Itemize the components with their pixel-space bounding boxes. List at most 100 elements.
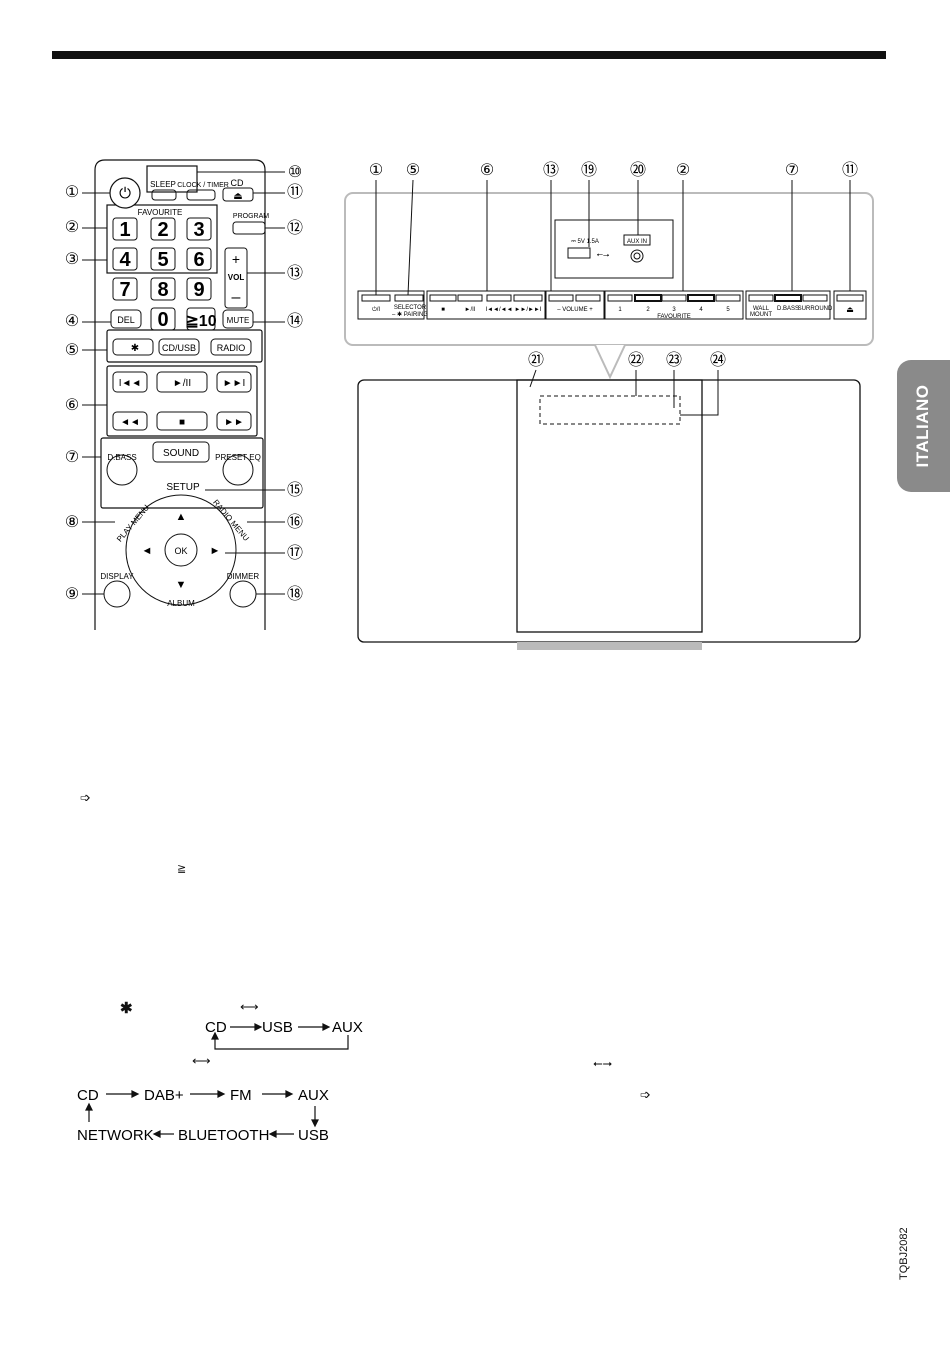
svg-text:㉔: ㉔: [710, 351, 726, 369]
display-label: DISPLAY: [100, 572, 134, 581]
svg-text:⑤: ⑤: [406, 162, 420, 179]
svg-text:⑦: ⑦: [785, 162, 799, 179]
power-icon: ⏻: [119, 185, 131, 202]
svg-text:⑥: ⑥: [480, 162, 494, 179]
setup-label: SETUP: [166, 482, 200, 493]
svg-text:⑧: ⑧: [65, 514, 79, 531]
radio-menu-label: RADIO MENU: [211, 498, 251, 543]
svg-text:– ✱ PAIRING: – ✱ PAIRING: [392, 311, 428, 318]
svg-text:+: +: [232, 251, 240, 267]
svg-text:㉓: ㉓: [666, 351, 682, 369]
svg-text:►►I: ►►I: [223, 378, 246, 389]
svg-text:①: ①: [369, 162, 383, 179]
document-code: TQBJ2082: [898, 1227, 910, 1280]
svg-text:⑪: ⑪: [842, 161, 858, 179]
svg-text:0: 0: [157, 309, 168, 331]
svg-text:⑤: ⑤: [65, 342, 79, 359]
svg-text:1: 1: [119, 219, 130, 241]
svg-text:NETWORK: NETWORK: [77, 1127, 154, 1144]
svg-text:⑨: ⑨: [65, 586, 79, 603]
svg-text:⑳: ⑳: [630, 161, 646, 179]
svg-text:4: 4: [119, 249, 131, 271]
svg-text:⑬: ⑬: [287, 264, 303, 282]
svg-text:►: ►: [210, 545, 221, 557]
svg-text:■: ■: [441, 307, 445, 313]
svg-text:⑦: ⑦: [65, 449, 79, 466]
svg-text:SURROUND: SURROUND: [798, 306, 833, 312]
svg-text:㉑: ㉑: [528, 351, 544, 369]
ok-label: OK: [174, 546, 187, 556]
svg-text:CD: CD: [205, 1019, 227, 1036]
svg-text:①: ①: [65, 184, 79, 201]
usb-port-label: ⎓ 5V 1.5A: [571, 239, 599, 245]
svg-text:≧10: ≧10: [185, 313, 216, 330]
arrow-ref-1: ➩: [80, 790, 91, 805]
svg-text:I◄◄/◄◄: I◄◄/◄◄: [485, 307, 512, 313]
svg-text:⑥: ⑥: [65, 397, 79, 414]
svg-text:9: 9: [193, 279, 204, 301]
svg-text:⑭: ⑭: [287, 312, 303, 330]
double-arrow-1: ⟷: [240, 999, 259, 1014]
svg-text:MOUNT: MOUNT: [750, 312, 772, 318]
svg-text:4: 4: [699, 307, 703, 313]
svg-text:⏻/I: ⏻/I: [372, 306, 380, 313]
svg-text:FM: FM: [230, 1087, 252, 1104]
svg-text:④: ④: [65, 313, 79, 330]
svg-text:USB: USB: [262, 1019, 293, 1036]
svg-text:6: 6: [193, 249, 204, 271]
vol-label: VOL: [228, 273, 245, 282]
remote-control-diagram: ⏻ SLEEP CLOCK / TIMER CD ⏏ FAVOURITE PRO…: [65, 159, 303, 630]
svg-text:②: ②: [676, 162, 690, 179]
svg-text:▲: ▲: [176, 511, 187, 523]
svg-text:⑰: ⑰: [287, 544, 303, 562]
svg-text:◄◄: ◄◄: [120, 417, 140, 428]
svg-text:AUX: AUX: [332, 1019, 363, 1036]
svg-text:FAVOURITE: FAVOURITE: [657, 314, 691, 320]
del-label: DEL: [117, 315, 135, 325]
usb-icon: ⭠⭢: [597, 250, 610, 259]
arrow-ref-2: ➩: [640, 1087, 651, 1102]
svg-text:3: 3: [672, 307, 676, 313]
svg-text:■: ■: [179, 417, 185, 428]
svg-text:③: ③: [65, 251, 79, 268]
header-rule: [52, 51, 886, 59]
svg-text:⑬: ⑬: [543, 161, 559, 179]
svg-text:②: ②: [65, 219, 79, 236]
svg-text:– VOLUME +: – VOLUME +: [557, 307, 593, 313]
language-tab: ITALIANO: [897, 360, 950, 492]
usb-symbol: ⭠⭢: [593, 1056, 613, 1070]
svg-text:3: 3: [193, 219, 204, 241]
cd-usb-label: CD/USB: [162, 343, 196, 353]
svg-text:⑩: ⑩: [288, 164, 302, 181]
sleep-clock-frame: [146, 165, 198, 193]
ge-symbol: ≧: [177, 863, 187, 875]
svg-text:►/II: ►/II: [173, 378, 191, 389]
svg-text:–: –: [232, 289, 241, 306]
svg-text:1: 1: [618, 307, 622, 313]
svg-text:◄: ◄: [142, 545, 153, 557]
sound-label: SOUND: [163, 448, 199, 459]
svg-text:5: 5: [157, 249, 168, 271]
svg-text:AUX: AUX: [298, 1087, 329, 1104]
svg-text:DAB+: DAB+: [144, 1087, 184, 1104]
svg-text:►►/►►I: ►►/►►I: [514, 307, 541, 313]
svg-text:►►: ►►: [224, 417, 244, 428]
sleep-label: SLEEP: [150, 180, 176, 189]
cd-label: CD: [231, 178, 244, 188]
bluetooth-symbol: ✱: [120, 1000, 133, 1017]
dimmer-label: DIMMER: [227, 572, 260, 581]
eject-icon: ⏏: [233, 191, 242, 202]
svg-text:CD: CD: [77, 1087, 99, 1104]
svg-text:⑯: ⑯: [287, 513, 303, 531]
svg-text:⑫: ⑫: [287, 219, 303, 237]
svg-text:I◄◄: I◄◄: [119, 378, 142, 389]
svg-text:⑲: ⑲: [581, 161, 597, 179]
svg-text:D.BASS: D.BASS: [777, 306, 799, 312]
double-arrow-2: ⟷: [192, 1053, 211, 1068]
svg-text:⑱: ⑱: [287, 585, 303, 603]
svg-text:WALL: WALL: [753, 306, 770, 312]
svg-text:5: 5: [726, 307, 730, 313]
svg-text:▼: ▼: [176, 579, 187, 591]
aux-in-label: AUX IN: [627, 239, 647, 245]
svg-text:BLUETOOTH: BLUETOOTH: [178, 1127, 269, 1144]
